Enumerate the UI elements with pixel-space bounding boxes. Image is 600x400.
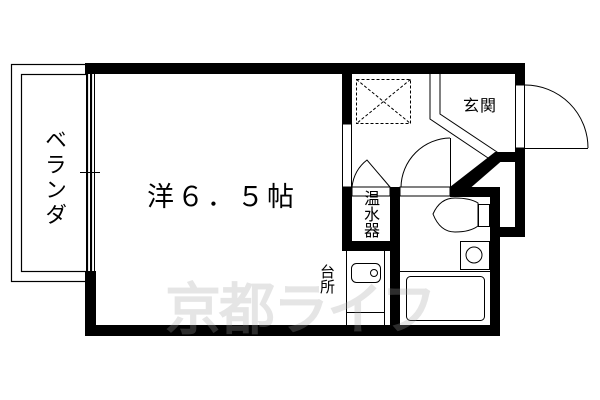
entrance-label: 玄関 bbox=[463, 96, 498, 115]
bathtub bbox=[400, 271, 490, 321]
balcony-label: ベランダ bbox=[41, 128, 66, 228]
main-room-label: 洋６．５帖 bbox=[147, 182, 297, 213]
entrance-door bbox=[515, 84, 589, 149]
closet-opening bbox=[342, 123, 352, 188]
wash-basin bbox=[460, 241, 490, 270]
kitchen-counter bbox=[346, 251, 385, 325]
watermark: 京都ライフ bbox=[165, 278, 437, 343]
storage-box bbox=[356, 79, 411, 124]
walls bbox=[85, 63, 525, 336]
entrance-partition bbox=[429, 74, 501, 163]
water-heater-label: 温水器 bbox=[361, 190, 380, 238]
kitchen-label: 台所 bbox=[318, 264, 336, 294]
balcony-window bbox=[80, 73, 100, 271]
heater-door bbox=[351, 159, 391, 197]
bath-door bbox=[399, 137, 451, 197]
toilet bbox=[432, 197, 490, 233]
